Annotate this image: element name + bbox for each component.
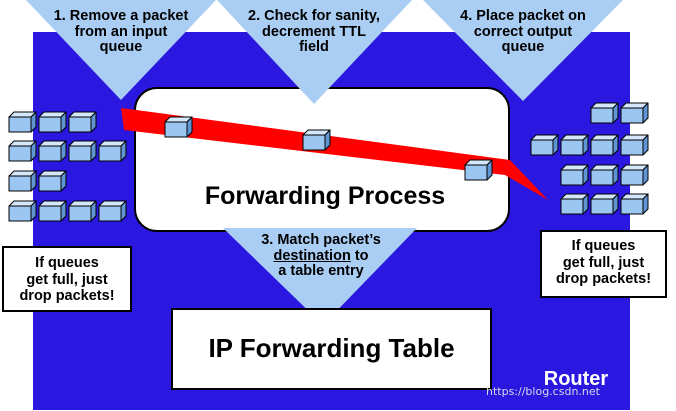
step3-label: 3. Match packet’s destination to a table… [236, 232, 406, 280]
step3-line1: 3. Match packet’s [261, 232, 381, 248]
step1-line3: queue [99, 39, 143, 56]
ip-table-box [171, 308, 492, 390]
step4-label: 4. Place packet on correct output queue [433, 8, 613, 56]
packet-cube [590, 193, 619, 215]
packet-cube [560, 164, 589, 186]
right-note-box [540, 230, 667, 298]
right-note-line3: drop packets! [555, 271, 652, 288]
moving-packets [164, 116, 493, 181]
packet-cube [590, 164, 619, 186]
packet-cube [8, 140, 37, 162]
packet-cube [620, 164, 649, 186]
packet-cube [620, 102, 649, 124]
watermark: https://blog.csdn.net [486, 385, 600, 398]
left-note-text: If queues get full, just drop packets! [5, 255, 129, 305]
step2-label: 2. Check for sanity, decrement TTL field [229, 8, 399, 56]
packet-cube [590, 102, 619, 124]
right-note-text: If queues get full, just drop packets! [543, 238, 664, 288]
packet-cube [38, 140, 67, 162]
step4-line1: 4. Place packet on [460, 8, 586, 24]
right-note-line1: If queues [571, 238, 636, 254]
step3-line3: a table entry [278, 263, 364, 280]
packet-cube [98, 140, 127, 162]
packet-cube [464, 159, 493, 181]
packet-cube [560, 193, 589, 215]
left-note-box [2, 246, 132, 312]
packet-cube [590, 134, 619, 156]
packet-cube [8, 111, 37, 133]
step4-triangle [423, 0, 623, 101]
forwarding-process-label: Forwarding Process [204, 182, 446, 210]
step2-line2: decrement TTL [262, 23, 366, 40]
packet-cube [560, 134, 589, 156]
left-note-line1: If queues [35, 255, 99, 271]
packet-cube [302, 129, 331, 151]
left-note-line3: drop packets! [19, 288, 115, 305]
input-queues [8, 111, 127, 222]
step4-line3: queue [501, 39, 545, 56]
step3-triangle [223, 228, 417, 325]
router-label: Router [543, 368, 609, 390]
packet-cube [164, 116, 193, 138]
step3-line2: destination to [236, 247, 406, 265]
packet-cube [98, 200, 127, 222]
packet-cube [8, 200, 37, 222]
step3-to: to [354, 247, 369, 264]
packet-cube [38, 170, 67, 192]
step3-destination: destination [273, 247, 351, 264]
packet-cube [68, 200, 97, 222]
output-queues [530, 102, 649, 215]
right-note-line2: get full, just [562, 254, 645, 271]
step2-triangle [217, 0, 412, 104]
step1-line2: from an input [74, 23, 168, 40]
step1-triangle [26, 0, 216, 100]
packet-cube [38, 111, 67, 133]
packet-cube [38, 200, 67, 222]
step1-line1: 1. Remove a packet [53, 8, 189, 24]
packet-cube [530, 134, 559, 156]
step2-line1: 2. Check for sanity, [248, 8, 380, 24]
step2-line3: field [299, 39, 329, 56]
packet-cube [68, 140, 97, 162]
step4-line2: correct output [473, 23, 573, 40]
red-arrow [121, 108, 548, 200]
packet-cube [68, 111, 97, 133]
packet-cube [8, 170, 37, 192]
ip-table-label: IP Forwarding Table [208, 333, 455, 363]
left-note-line2: get full, just [26, 271, 108, 288]
step1-label: 1. Remove a packet from an input queue [36, 8, 206, 56]
packet-cube [620, 134, 649, 156]
packet-cube [620, 193, 649, 215]
